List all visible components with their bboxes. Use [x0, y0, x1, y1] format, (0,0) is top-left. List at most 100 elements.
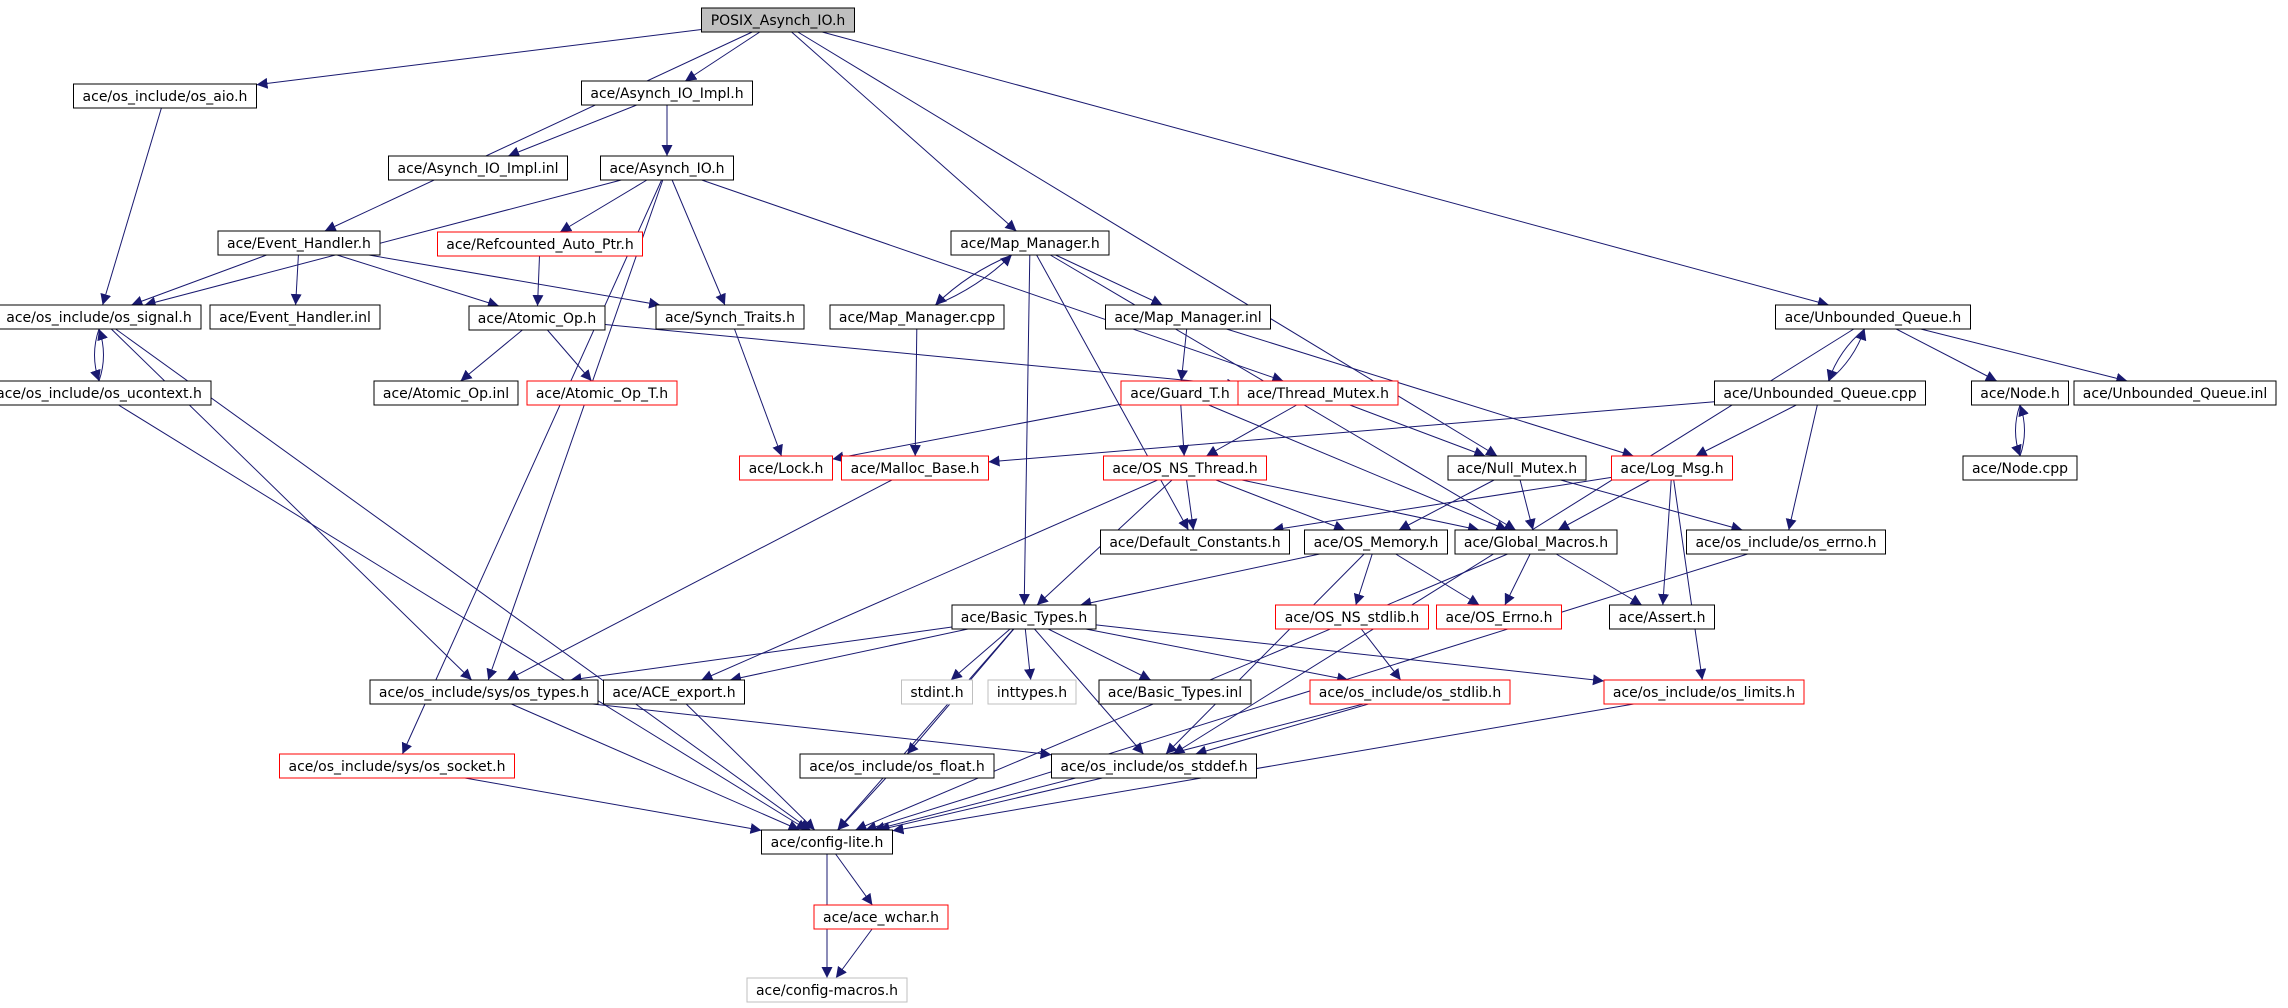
node-box: [2073, 380, 2277, 406]
node-defconst[interactable]: ace/Default_Constants.h: [1100, 529, 1290, 555]
node-wchar[interactable]: ace/ace_wchar.h: [813, 904, 949, 930]
node-stddef[interactable]: ace/os_include/os_stddef.h: [1051, 753, 1257, 779]
edge-evh-to-synch: [368, 254, 661, 309]
edge-atomic-to-atomict: [547, 329, 592, 382]
edge-aio-to-synch: [671, 179, 726, 306]
node-box: [0, 380, 212, 406]
node-mapmgr[interactable]: ace/Map_Manager.h: [950, 230, 1110, 256]
node-atomicinl[interactable]: ace/Atomic_Op.inl: [373, 380, 519, 406]
node-evh[interactable]: ace/Event_Handler.h: [217, 230, 381, 256]
node-float[interactable]: ace/os_include/os_float.h: [799, 753, 995, 779]
node-osnsthr[interactable]: ace/OS_NS_Thread.h: [1103, 455, 1267, 481]
node-export[interactable]: ace/ACE_export.h: [603, 679, 745, 705]
node-nsstdlib[interactable]: ace/OS_NS_stdlib.h: [1275, 604, 1429, 630]
edge-evh-to-atomic: [336, 254, 500, 308]
node-os_aio[interactable]: ace/os_include/os_aio.h: [73, 83, 257, 109]
node-box: [1447, 455, 1587, 481]
node-assert[interactable]: ace/Assert.h: [1609, 604, 1715, 630]
node-atomict[interactable]: ace/Atomic_Op_T.h: [526, 380, 678, 406]
edge-refcnt-to-atomic: [532, 255, 544, 307]
edge-uqcpp-to-malloc: [988, 401, 1715, 467]
node-box: [1275, 604, 1429, 630]
node-signal[interactable]: ace/os_include/os_signal.h: [0, 304, 202, 330]
node-label: ace/Atomic_Op.inl: [383, 386, 509, 402]
edge-logmsg-to-glob: [1557, 479, 1651, 531]
edge-config-to-wchar: [835, 853, 873, 906]
node-aimpl[interactable]: ace/Asynch_IO_Impl.h: [581, 80, 753, 106]
node-logmsg[interactable]: ace/Log_Msg.h: [1611, 455, 1733, 481]
node-label: ace/ace_wchar.h: [823, 910, 939, 926]
edge-uq-to-uqinl: [1920, 328, 2128, 384]
node-box: [388, 155, 568, 181]
node-socket[interactable]: ace/os_include/sys/os_socket.h: [279, 753, 515, 779]
node-uqcpp[interactable]: ace/Unbounded_Queue.cpp: [1714, 380, 1926, 406]
node-inttypes: inttypes.h: [987, 679, 1077, 705]
edge-posix-to-uq: [822, 31, 1829, 308]
node-basicinl[interactable]: ace/Basic_Types.inl: [1098, 679, 1252, 705]
node-malloc[interactable]: ace/Malloc_Base.h: [841, 455, 989, 481]
node-stdint: stdint.h: [901, 679, 973, 705]
node-refcnt[interactable]: ace/Refcounted_Auto_Ptr.h: [437, 231, 643, 257]
edge-mapcpp-to-mapmgr: [935, 254, 1013, 306]
node-box: [1103, 455, 1267, 481]
node-nullmutex[interactable]: ace/Null_Mutex.h: [1447, 455, 1587, 481]
node-box: [655, 304, 805, 330]
node-synch[interactable]: ace/Synch_Traits.h: [655, 304, 805, 330]
node-oserrno[interactable]: ace/OS_Errno.h: [1436, 604, 1562, 630]
node-label: ace/Map_Manager.cpp: [839, 310, 995, 326]
node-limits[interactable]: ace/os_include/os_limits.h: [1603, 679, 1805, 705]
edge-osmem-to-nsstdlib: [1353, 553, 1373, 606]
node-mapinl[interactable]: ace/Map_Manager.inl: [1105, 304, 1271, 330]
node-osmem[interactable]: ace/OS_Memory.h: [1304, 529, 1448, 555]
edge-synch-to-lock: [734, 328, 783, 457]
node-box: [526, 380, 678, 406]
node-glob[interactable]: ace/Global_Macros.h: [1454, 529, 1618, 555]
node-basic[interactable]: ace/Basic_Types.h: [951, 604, 1097, 630]
node-errno[interactable]: ace/os_include/os_errno.h: [1686, 529, 1886, 555]
node-ucontext[interactable]: ace/os_include/os_ucontext.h: [0, 380, 212, 406]
edge-posix-to-os_aio: [256, 29, 702, 89]
edge-stddef-to-config: [878, 777, 1103, 833]
node-osstdlib[interactable]: ace/os_include/os_stdlib.h: [1309, 679, 1511, 705]
node-label: ace/Atomic_Op.h: [478, 311, 596, 327]
edge-basic-to-basicinl: [1047, 628, 1152, 681]
edge-mapmgr-to-mapcpp: [934, 254, 1012, 306]
node-label: ace/os_include/os_signal.h: [6, 310, 192, 326]
node-label: ace/os_include/os_errno.h: [1696, 535, 1877, 551]
node-posix[interactable]: POSIX_Asynch_IO.h: [701, 7, 855, 33]
edge-aimpl-to-aimplinl: [508, 104, 637, 158]
node-thrmutex[interactable]: ace/Thread_Mutex.h: [1237, 380, 1399, 406]
edge-aio-to-signal: [144, 179, 622, 308]
node-box: [701, 7, 855, 33]
edge-posix-to-mapmgr: [791, 31, 1017, 232]
node-systypes[interactable]: ace/os_include/sys/os_types.h: [369, 679, 599, 705]
node-node[interactable]: ace/Node.h: [1971, 380, 2069, 406]
node-guard[interactable]: ace/Guard_T.h: [1120, 380, 1240, 406]
node-label: ace/OS_Memory.h: [1314, 535, 1439, 551]
node-uq[interactable]: ace/Unbounded_Queue.h: [1775, 304, 1971, 330]
node-lock[interactable]: ace/Lock.h: [739, 455, 833, 481]
node-label: ace/OS_NS_Thread.h: [1112, 461, 1257, 477]
node-label: ace/ACE_export.h: [612, 685, 735, 701]
node-uqinl[interactable]: ace/Unbounded_Queue.inl: [2073, 380, 2277, 406]
edge-basic-to-stddef: [1034, 628, 1144, 755]
edge-guard-to-osnsthr: [1177, 404, 1189, 457]
node-box: [1105, 304, 1271, 330]
edge-basic-to-inttypes: [1024, 628, 1036, 681]
node-label: ace/Asynch_IO.h: [609, 161, 724, 177]
node-aio[interactable]: ace/Asynch_IO.h: [600, 155, 734, 181]
edge-os_aio-to-signal: [100, 107, 162, 306]
node-atomic[interactable]: ace/Atomic_Op.h: [468, 305, 606, 331]
node-mapcpp[interactable]: ace/Map_Manager.cpp: [829, 304, 1005, 330]
node-aimplinl[interactable]: ace/Asynch_IO_Impl.inl: [388, 155, 568, 181]
edge-nullmutex-to-errno: [1560, 479, 1743, 533]
node-evhinl[interactable]: ace/Event_Handler.inl: [209, 304, 381, 330]
node-config[interactable]: ace/config-lite.h: [761, 829, 893, 855]
edge-ucontext-to-signal: [97, 328, 108, 382]
edge-export-to-config: [685, 703, 816, 831]
edge-glob-to-assert: [1555, 553, 1643, 606]
edge-mapmgr-to-defconst: [1036, 254, 1189, 531]
node-nodecpp[interactable]: ace/Node.cpp: [1962, 455, 2078, 481]
node-box: [603, 679, 745, 705]
